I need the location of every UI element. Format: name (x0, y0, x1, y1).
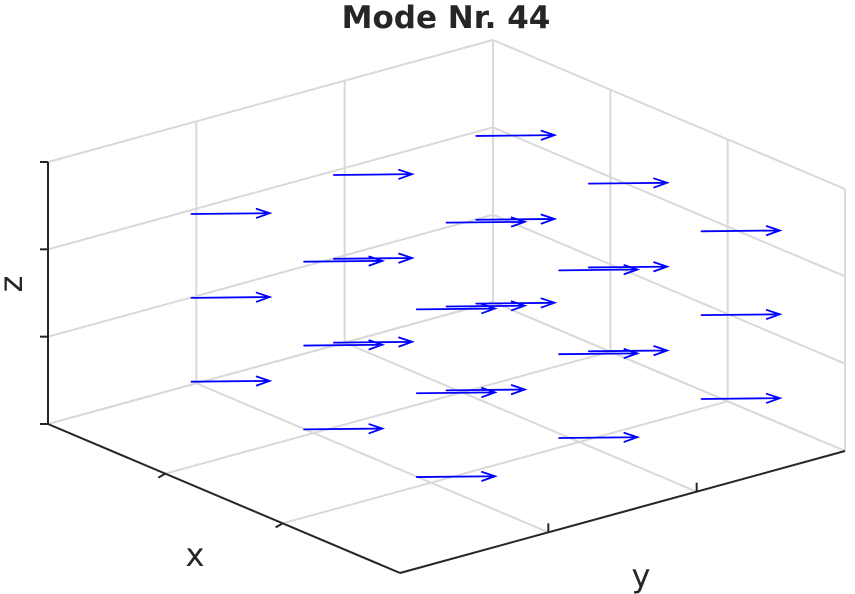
x-axis-tick-1 (157, 472, 166, 479)
quiver-arrow-path (332, 252, 415, 264)
grid-line-floor-y-3 (492, 301, 846, 452)
quiver-arrow-path (415, 470, 498, 482)
quiver-arrow-path (588, 345, 670, 357)
chart-title: Mode Nr. 44 (342, 0, 551, 36)
quiver-arrow (475, 129, 558, 141)
quiver-arrow (190, 375, 273, 387)
quiver-arrow-path (475, 297, 558, 309)
quiver-arrow-path (588, 261, 670, 273)
quiver-arrow (588, 345, 670, 357)
quiver-arrow (445, 384, 528, 396)
quiver-arrow-path (303, 423, 386, 435)
quiver-arrow (700, 225, 783, 237)
x-axis-line (47, 423, 401, 574)
quiver-arrows (190, 129, 783, 482)
y-axis-label: y (632, 557, 651, 594)
quiver-arrow-path (700, 225, 783, 237)
grid-line-back-z-1 (47, 213, 494, 338)
quiver-arrow (558, 431, 641, 443)
quiver-arrow (415, 470, 498, 482)
quiver-arrow (588, 177, 670, 189)
grid-line-floor-y-1 (195, 382, 549, 534)
quiver-arrow (475, 297, 558, 309)
x-axis-tick-0 (275, 522, 284, 529)
grid-line-floor-x-1 (282, 400, 728, 525)
z-axis-label: z (0, 276, 30, 293)
quiver-arrow-path (190, 375, 273, 387)
grid-line-side-z-2 (492, 126, 846, 278)
quiver-arrow (700, 392, 783, 404)
quiver-arrow-path (588, 177, 670, 189)
quiver-arrow (588, 261, 670, 273)
quiver-arrow (332, 252, 415, 264)
grid-line-back-z-2 (47, 126, 494, 251)
quiver-arrow-path (475, 129, 558, 141)
quiver-arrow-path (332, 336, 415, 348)
quiver-arrow (332, 336, 415, 348)
quiver-arrow-path (700, 309, 783, 320)
quiver-arrow (700, 309, 783, 320)
quiver-arrow (332, 168, 415, 180)
grid-line-side-z-1 (492, 213, 846, 365)
grid-line-side-z-3 (492, 39, 846, 190)
y-axis-line (399, 450, 846, 574)
quiver-arrow (190, 291, 273, 303)
quiver-arrow (190, 207, 273, 219)
quiver-arrow (475, 213, 558, 225)
quiver-arrow-path (700, 392, 783, 404)
quiver-arrow-path (475, 213, 558, 225)
quiver-arrow (303, 423, 386, 435)
grid-line-floor-x-2 (165, 350, 611, 475)
quiver-arrow-path (190, 207, 273, 219)
axes-frame (40, 161, 846, 574)
x-axis-label: x (186, 536, 205, 574)
grid-line-back-z-3 (47, 39, 494, 163)
quiver-arrow-path (332, 168, 415, 180)
quiver-arrow-path (445, 384, 528, 396)
quiver-arrow-path (190, 291, 273, 303)
grid-line-floor-y-2 (344, 341, 698, 493)
grid-line-floor-x-3 (47, 301, 494, 425)
quiver-arrow-path (558, 431, 641, 443)
